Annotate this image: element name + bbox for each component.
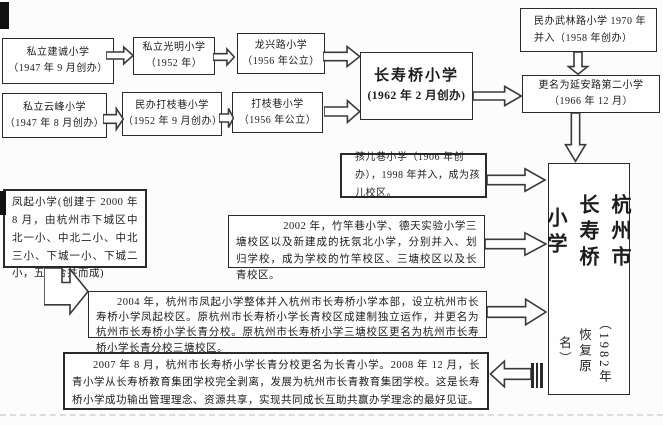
triple-bar-icon bbox=[531, 363, 543, 388]
node-title: 民办打枝巷小学 bbox=[135, 100, 209, 111]
node-longxing-road: 龙兴路小学 （1956 年公立） bbox=[237, 33, 325, 74]
node-text: 孩儿巷小学（1906 年创办），1998 年并入，成为孩儿校区。 bbox=[355, 151, 480, 199]
arrow-fengqi-to-2004 bbox=[44, 268, 89, 316]
node-title: 私立云峰小学 bbox=[23, 101, 86, 113]
node-subtitle: (1962 年 2 月创办) bbox=[367, 90, 466, 103]
node-changshouqiao-main: 长寿桥小学 (1962 年 2 月创办) bbox=[360, 52, 473, 120]
node-subtitle: （1966 年 12 月） bbox=[549, 96, 633, 107]
arrow-hangzhou-to-2007 bbox=[489, 358, 531, 390]
arrow-dazhixiang-to-main bbox=[324, 98, 361, 125]
node-hangzhou-changshouqiao: 杭州市长寿桥小学 （1982年恢复原名） bbox=[544, 163, 630, 395]
node-text: 2002 年，竹竿巷小学、德天实验小学三塘校区以及新建成的抚氛北小学，分别并入、… bbox=[236, 221, 477, 281]
arrow-minban-to-dazhixiang bbox=[219, 106, 234, 130]
node-title: 长寿桥小学 bbox=[373, 68, 459, 85]
node-2002-merge: 2002 年，竹竿巷小学、德天实验小学三塘校区以及新建成的抚氛北小学，分别并入、… bbox=[228, 215, 485, 281]
node-title: 更名为延安路第二小学 bbox=[538, 80, 644, 91]
node-subtitle: （1956 年公立） bbox=[238, 114, 317, 126]
node-subtitle: （1952 年 9 月创办） bbox=[123, 116, 223, 127]
node-text: 2007 年 8 月，杭州市长寿桥小学长青分校更名为长青小学。2008 年 12… bbox=[72, 360, 480, 406]
node-subtitle: （1947 年 9 月创办） bbox=[8, 63, 108, 74]
node-2004-merge: 2004 年，杭州市凤起小学整体并入杭州市长寿桥小学本部，设立杭州市长寿桥小学凤… bbox=[88, 291, 487, 354]
node-text: 2004 年，杭州市凤起小学整体并入杭州市长寿桥小学本部，设立杭州市长寿桥小学凤… bbox=[96, 297, 479, 354]
node-sili-yunfeng: 私立云峰小学 （1947 年 8 月创办） bbox=[2, 93, 107, 138]
node-yanan-road-second: 更名为延安路第二小学 （1966 年 12 月） bbox=[522, 75, 660, 113]
node-text: 民办武林路小学 1970 年并入（1958 年创办） bbox=[534, 15, 646, 45]
arrow-guangming-to-longxing bbox=[213, 47, 235, 67]
arrow-yanan-to-hangzhou bbox=[563, 113, 588, 163]
node-minban-dazhixiang: 民办打枝巷小学 （1952 年 9 月创办） bbox=[122, 92, 222, 136]
node-subtitle: （1947 年 8 月创办） bbox=[4, 117, 105, 129]
node-subtitle: （1956 年公立） bbox=[242, 55, 320, 67]
node-subtitle: （1952 年） bbox=[145, 58, 203, 69]
arrow-yunfeng-to-minban bbox=[103, 106, 124, 132]
node-sili-jiancheng: 私立建诚小学 （1947 年 9 月创办） bbox=[2, 38, 114, 84]
arrow-2004-to-hangzhou bbox=[487, 296, 548, 328]
node-title-vertical: 杭州市长寿桥小学 bbox=[544, 194, 630, 273]
node-2007-rename: 2007 年 8 月，杭州市长寿桥小学长青分校更名为长青小学。2008 年 12… bbox=[63, 352, 489, 410]
node-haier-lane: 孩儿巷小学（1906 年创办），1998 年并入，成为孩儿校区。 bbox=[340, 152, 487, 199]
corner-ink-mark bbox=[0, 2, 9, 29]
node-sili-guangming: 私立光明小学 （1952 年） bbox=[133, 37, 215, 75]
node-title: 龙兴路小学 bbox=[254, 39, 308, 51]
arrow-longxing-to-main bbox=[323, 44, 361, 69]
edge-ink-mark bbox=[0, 191, 6, 215]
node-title: 私立建诚小学 bbox=[26, 47, 90, 58]
arrow-wulin-to-yanan bbox=[566, 52, 590, 75]
node-fengqi: 凤起小学(创建于 2000 年 8 月，由杭州市下城区中北一小、中北二小、中北三… bbox=[3, 189, 147, 279]
bottom-dashed-line bbox=[0, 414, 663, 416]
node-title: 私立光明小学 bbox=[142, 42, 206, 53]
node-title: 打枝巷小学 bbox=[251, 98, 304, 110]
node-subtitle-vertical: （1982年恢复原名） bbox=[557, 317, 611, 386]
arrow-main-to-yanan bbox=[473, 84, 523, 108]
arrow-2002-to-hangzhou bbox=[485, 230, 548, 258]
node-wulin-road: 民办武林路小学 1970 年并入（1958 年创办） bbox=[520, 8, 657, 52]
arrow-jiancheng-to-guangming bbox=[106, 45, 134, 66]
arrow-haier-to-hangzhou bbox=[487, 166, 547, 194]
node-dazhixiang: 打枝巷小学 （1956 年公立） bbox=[232, 92, 323, 133]
